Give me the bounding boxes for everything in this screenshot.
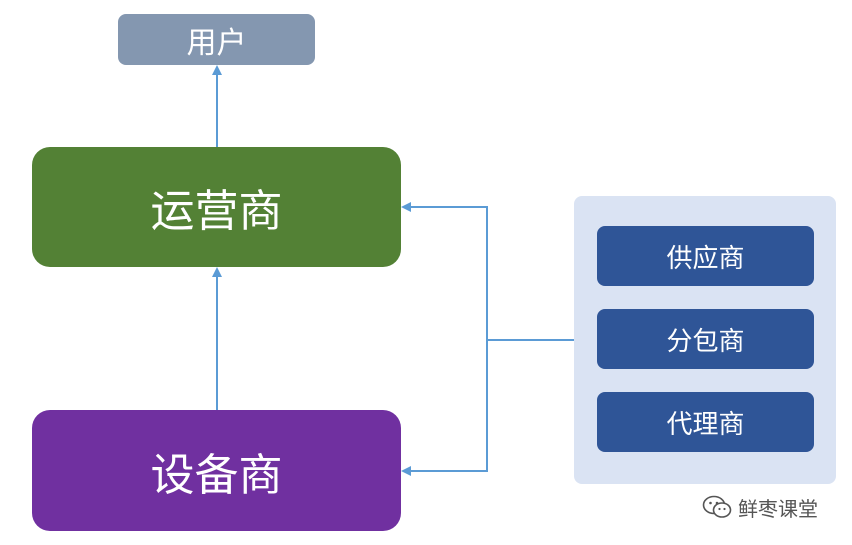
- agent-node-label: 代理商: [666, 409, 745, 440]
- equipment-node: 设备商: [32, 410, 401, 531]
- subcontractor-node: 分包商: [597, 309, 814, 369]
- watermark-text: 鲜枣课堂: [738, 496, 818, 521]
- wechat-icon: [702, 495, 732, 518]
- watermark: 鲜枣课堂: [702, 492, 818, 522]
- operator-node-label: 运营商: [150, 186, 283, 237]
- supplier-node-label: 供应商: [666, 243, 745, 274]
- equipment-node-label: 设备商: [150, 449, 283, 501]
- arrow-group-to-operator: [401, 202, 488, 340]
- user-node-label: 用户: [186, 25, 247, 61]
- supplier-node: 供应商: [597, 226, 814, 286]
- user-node: 用户: [118, 14, 315, 65]
- subcontractor-node-label: 分包商: [666, 326, 745, 357]
- arrow-group-to-equipment: [401, 340, 488, 476]
- operator-node: 运营商: [32, 147, 401, 267]
- agent-node: 代理商: [597, 392, 814, 452]
